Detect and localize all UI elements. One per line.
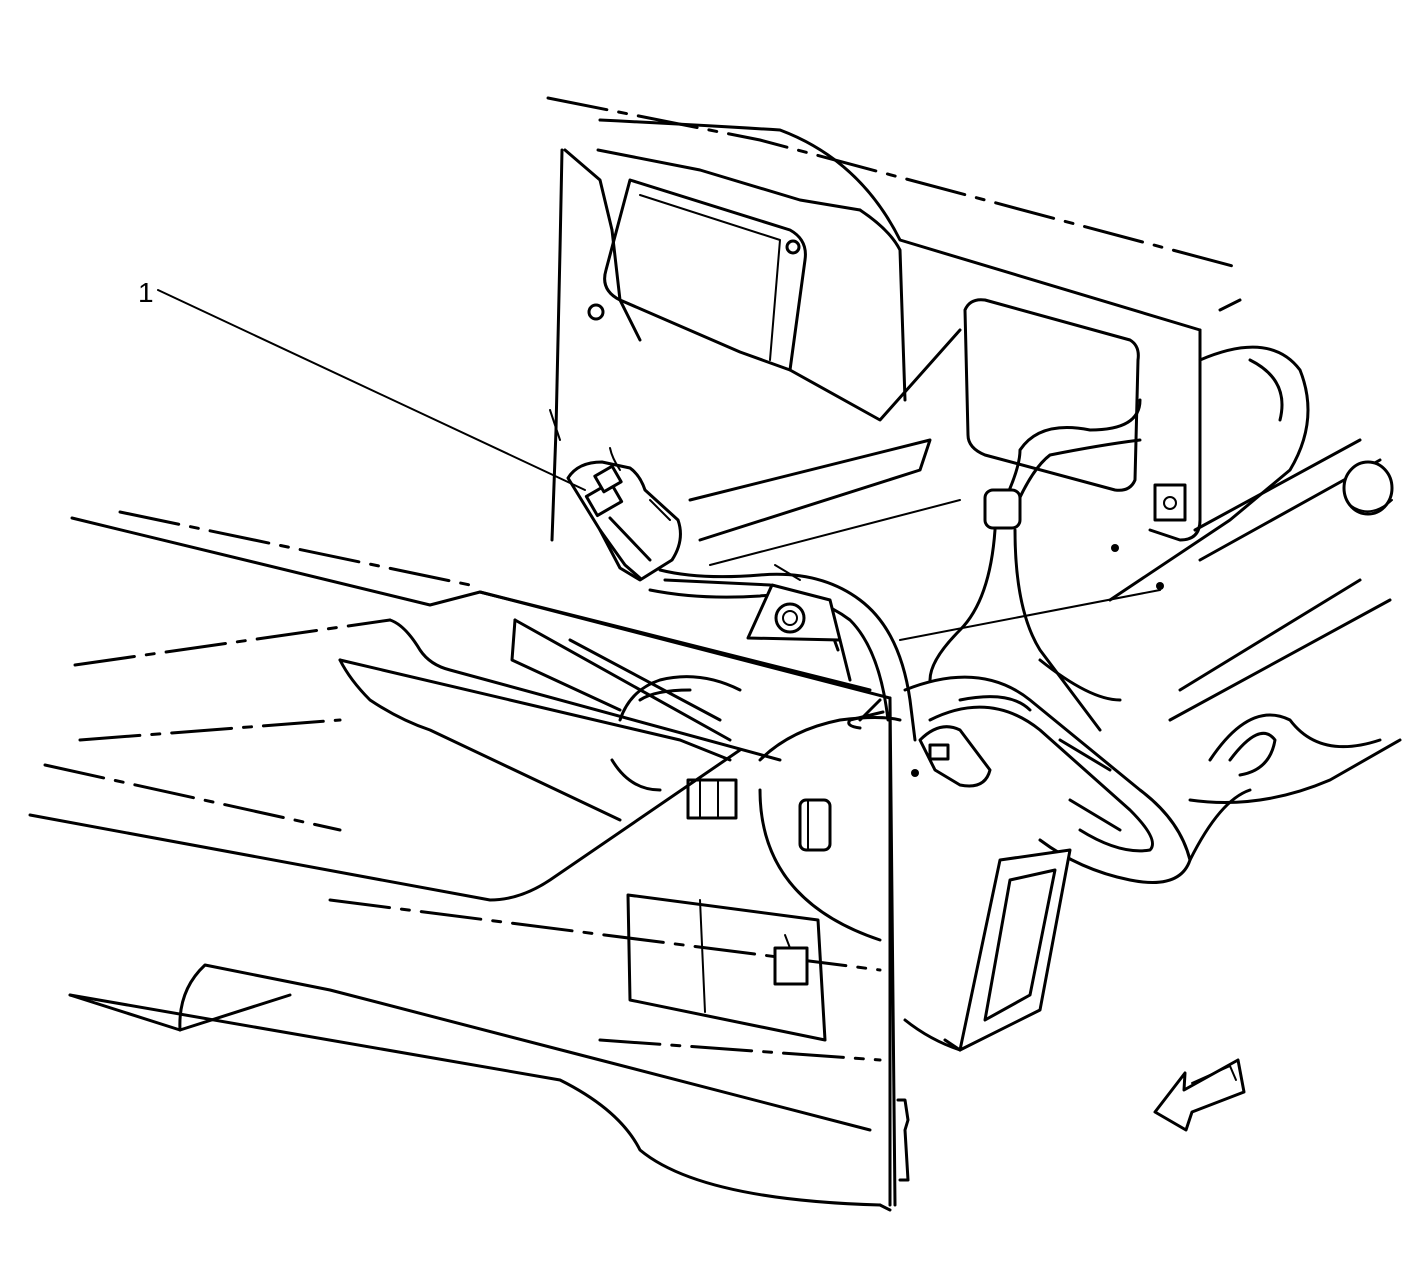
bulkhead-panel [546,96,1402,804]
wiring-harness [648,398,1252,884]
blower-housing [610,675,1072,1052]
lower-panel [28,510,910,1212]
callout-1-label: 1 [138,277,154,308]
callout-1: 1 [138,277,586,491]
harness-connector [566,447,682,582]
callout-1-leader [157,289,586,491]
mounting-bracket [746,583,842,642]
direction-arrow-icon [1153,1058,1246,1132]
